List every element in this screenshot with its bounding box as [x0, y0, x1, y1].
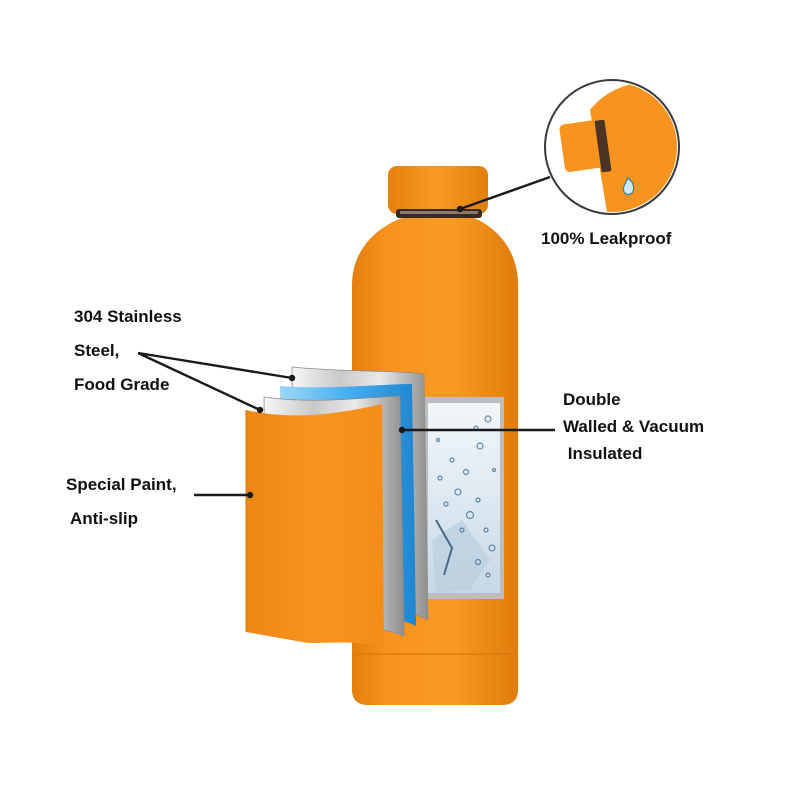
callout-lines	[137, 175, 555, 497]
cutaway-window	[418, 397, 504, 599]
leakproof-inset	[544, 79, 680, 215]
steel-pointer-outer	[137, 351, 261, 412]
stainless-steel-label: 304 Stainless Steel, Food Grade	[74, 300, 182, 402]
leakproof-pointer	[459, 175, 551, 211]
paint-line-2: Anti-slip	[70, 509, 138, 528]
paint-layer	[246, 404, 384, 648]
special-paint-label: Special Paint, Anti-slip	[66, 468, 177, 536]
paint-line-1: Special Paint,	[66, 475, 177, 494]
steel-line-1: 304 Stainless	[74, 307, 182, 326]
bottle-cap	[388, 166, 488, 214]
leakproof-label: 100% Leakproof	[541, 222, 671, 256]
inset-cap	[559, 120, 605, 172]
insulation-line-3: Insulated	[563, 444, 643, 463]
steel-pointer-inner	[137, 351, 293, 380]
leakproof-text: 100% Leakproof	[541, 229, 672, 248]
water-bubbles	[435, 415, 497, 578]
water-drop-icon	[622, 176, 635, 195]
peeled-layers	[245, 366, 429, 648]
insulation-line-1: Double	[563, 390, 621, 409]
steel-line-3: Food Grade	[74, 375, 170, 394]
insulation-label: Double Walled & Vacuum Insulated	[563, 386, 704, 467]
insulation-line-2: Walled & Vacuum	[563, 417, 705, 436]
steel-line-2: Steel,	[74, 341, 120, 360]
